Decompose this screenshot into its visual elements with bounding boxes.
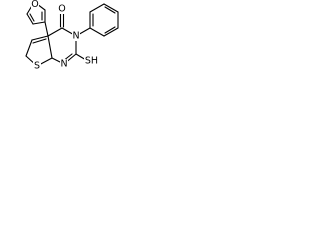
- ring-nitrogen-top-bg: [72, 31, 80, 41]
- furan-bond-c3-c4: [32, 21, 46, 25]
- chemical-structure: O O N S N SH: [25, 0, 119, 72]
- carbonyl-oxygen-bg: [58, 4, 66, 14]
- phenyl-bond-2: [103, 27, 119, 37]
- furan-oxygen: O: [31, 0, 39, 10]
- phenyl-bond-1: [89, 27, 105, 37]
- furan-oxygen-label: O: [31, 0, 38, 10]
- furan-double-bond-1: [29, 13, 35, 22]
- furan-oxygen-bg: [31, 0, 39, 9]
- thiophene-sulfur-bg: [33, 61, 41, 71]
- furan-thiophene-link: [44, 21, 49, 37]
- ring-nitrogen-bottom-label: N: [60, 59, 67, 70]
- phenyl-bond-4: [103, 3, 119, 13]
- ring-nitrogen-top-label: N: [72, 31, 79, 42]
- thiol-group-bg: [84, 56, 99, 66]
- pyrimidine-bond-c4a-c4: [47, 27, 63, 37]
- thiophene-bond-c6-c7: [25, 39, 33, 57]
- phenyl-double-bond-3: [104, 6, 116, 14]
- phenyl-double-bond-2: [104, 26, 116, 34]
- carbonyl-oxygen: O: [58, 4, 66, 15]
- ring-nitrogen-bottom: N: [60, 59, 68, 70]
- thiol-group: SH: [84, 56, 99, 67]
- ring-nitrogen-bottom-bg: [60, 59, 68, 69]
- furan-ring: [26, 3, 46, 25]
- phenyl-bond-5: [89, 3, 105, 13]
- furan-bond-c2-c3: [26, 13, 34, 25]
- thiophene-sulfur: S: [33, 61, 41, 72]
- thiophene-double-bond: [32, 38, 47, 44]
- ring-nitrogen-top: N: [72, 31, 80, 42]
- thiophene-bond-c5-c6: [31, 35, 49, 41]
- thiophene-sulfur-label: S: [34, 61, 40, 72]
- thiol-group-label: SH: [85, 56, 98, 67]
- carbonyl-oxygen-label: O: [58, 4, 65, 15]
- phenyl-ring: [89, 3, 119, 37]
- thiophene-bond-c7a-c4a: [47, 35, 53, 59]
